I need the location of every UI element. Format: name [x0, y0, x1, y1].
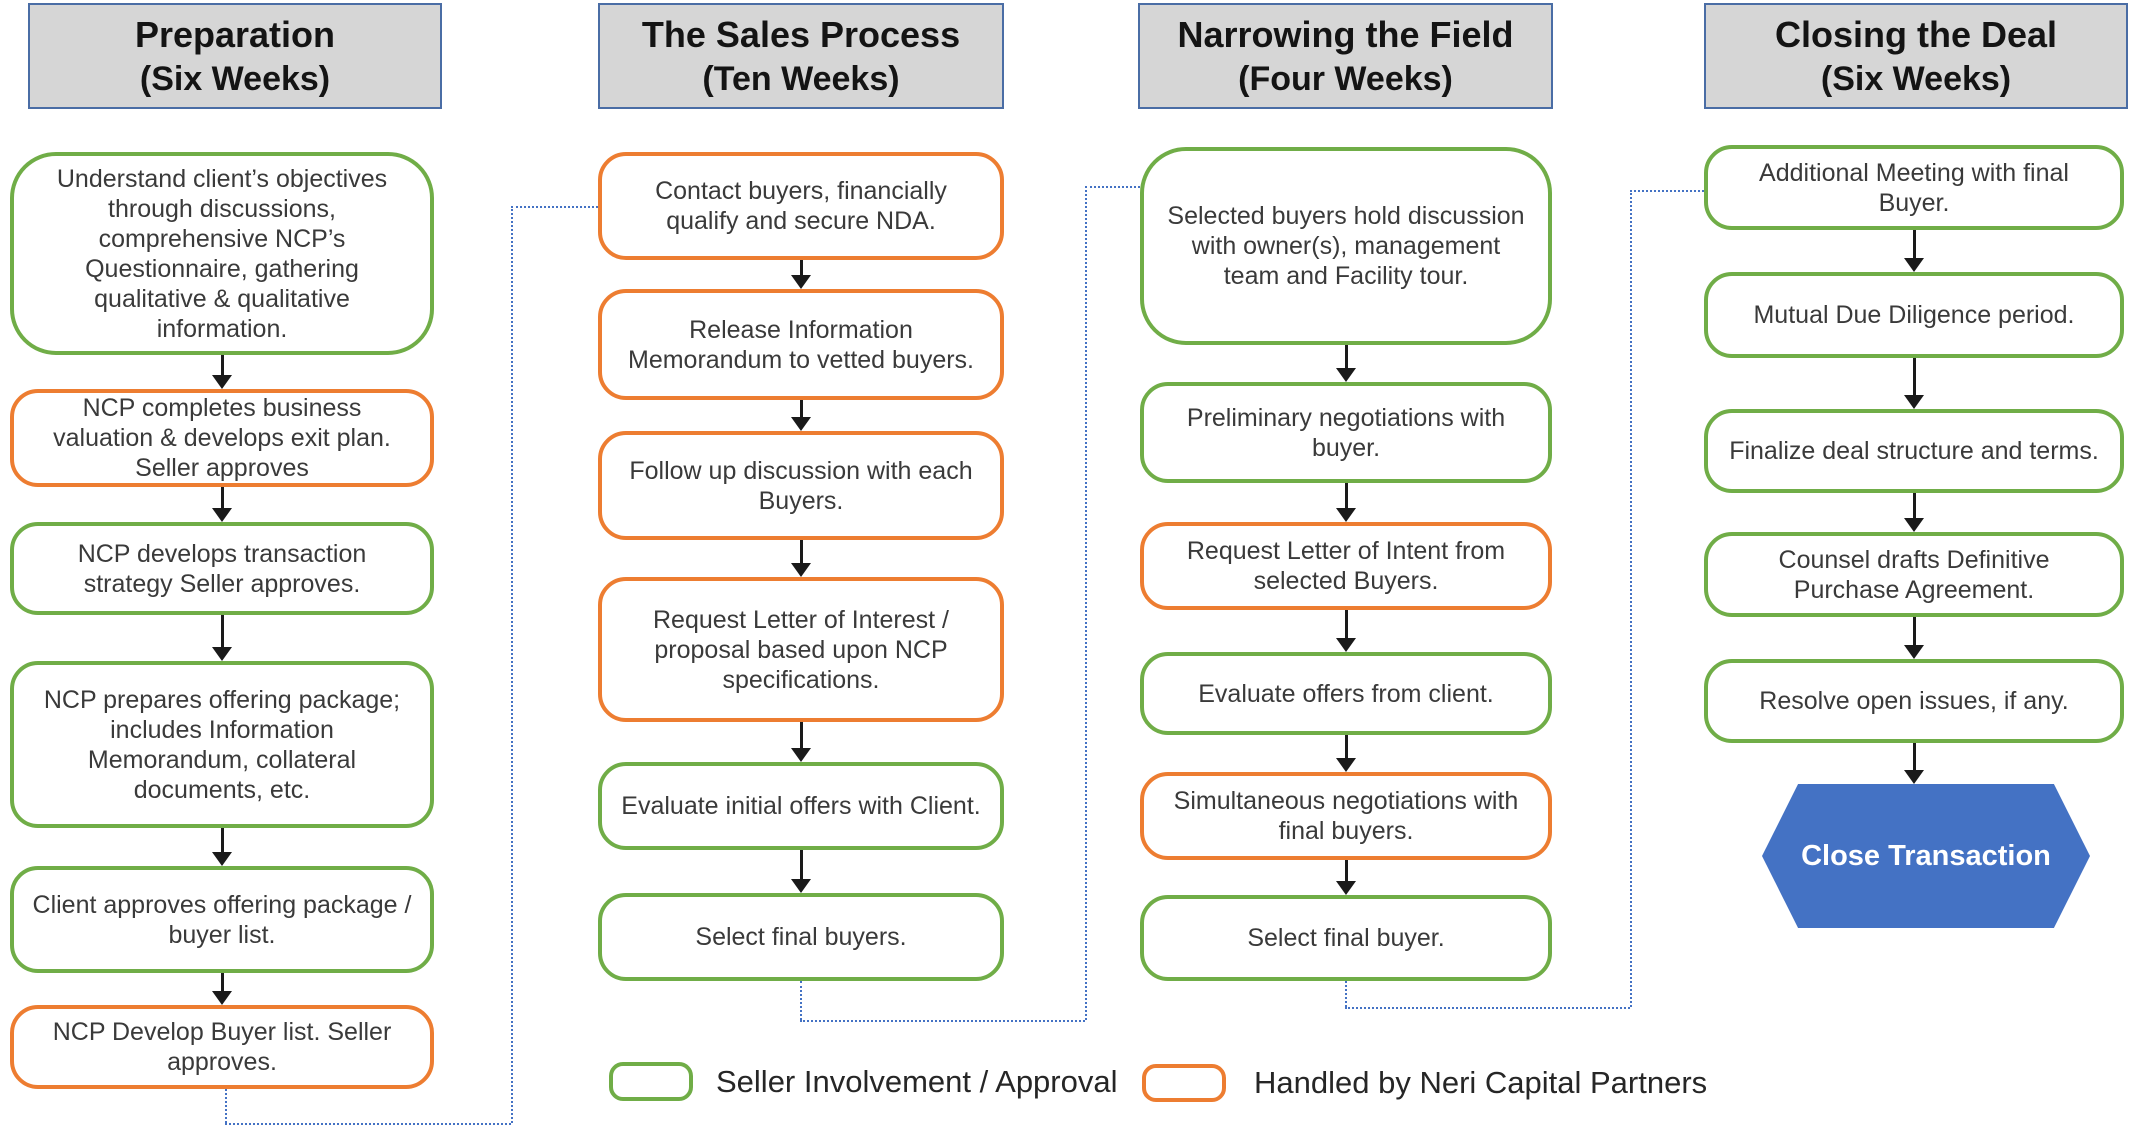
step-select-final-buyers: Select final buyers.	[598, 893, 1004, 981]
step-buyer-discussions-facility-tour: Selected buyers hold discussion with own…	[1140, 147, 1552, 345]
connector-col3-col4-bottom	[1345, 1007, 1630, 1009]
step-transaction-strategy: NCP develops transaction strategy Seller…	[10, 522, 434, 615]
step-mutual-due-diligence: Mutual Due Diligence period.	[1704, 272, 2124, 358]
connector-col1-col2-bottom	[225, 1123, 511, 1125]
step-follow-up-discussion: Follow up discussion with each Buyers.	[598, 431, 1004, 540]
legend-swatch-ncp-orange	[1142, 1064, 1226, 1102]
column-title: Narrowing the Field	[1177, 14, 1514, 55]
connector-col1-col2-entry	[511, 206, 598, 208]
step-business-valuation-exit-plan: NCP completes business valuation & devel…	[10, 389, 434, 487]
down-arrow-icon	[1902, 358, 1926, 409]
legend-swatch-seller-green	[609, 1062, 693, 1101]
column-title: The Sales Process	[641, 14, 961, 55]
step-contact-buyers-nda: Contact buyers, financially qualify and …	[598, 152, 1004, 260]
connector-col1-col2-riser	[511, 206, 513, 1123]
connector-col3-col4-riser	[1630, 190, 1632, 1007]
step-resolve-open-issues: Resolve open issues, if any.	[1704, 659, 2124, 743]
column-header-preparation: Preparation (Six Weeks)	[28, 3, 442, 109]
step-client-approves-package: Client approves offering package / buyer…	[10, 866, 434, 973]
down-arrow-icon	[1334, 610, 1358, 652]
step-select-final-buyer: Select final buyer.	[1140, 895, 1552, 981]
connector-col2-col3-bottom	[800, 1020, 1085, 1022]
step-simultaneous-negotiations: Simultaneous negotiations with final buy…	[1140, 772, 1552, 860]
down-arrow-icon	[1334, 735, 1358, 772]
step-prepare-offering-package: NCP prepares offering package; includes …	[10, 661, 434, 828]
step-request-letter-of-intent: Request Letter of Intent from selected B…	[1140, 522, 1552, 610]
column-header-closing-deal: Closing the Deal (Six Weeks)	[1704, 3, 2128, 109]
step-evaluate-offers: Evaluate offers from client.	[1140, 652, 1552, 735]
legend-label-ncp: Handled by Neri Capital Partners	[1254, 1065, 1708, 1100]
down-arrow-icon	[210, 973, 234, 1005]
step-finalize-deal-structure: Finalize deal structure and terms.	[1704, 409, 2124, 493]
step-counsel-drafts-agreement: Counsel drafts Definitive Purchase Agree…	[1704, 532, 2124, 617]
column-title: Preparation	[134, 14, 336, 55]
step-preliminary-negotiations: Preliminary negotiations with buyer.	[1140, 382, 1552, 483]
connector-col2-col3-stub	[800, 981, 802, 1020]
step-develop-buyer-list: NCP Develop Buyer list. Seller approves.	[10, 1005, 434, 1089]
step-understand-client-objectives: Understand client’s objectives through d…	[10, 152, 434, 355]
column-duration: (Six Weeks)	[139, 60, 331, 98]
down-arrow-icon	[1902, 493, 1926, 532]
down-arrow-icon	[789, 722, 813, 762]
column-duration: (Ten Weeks)	[702, 60, 900, 98]
down-arrow-icon	[1334, 483, 1358, 522]
connector-col2-col3-riser	[1085, 186, 1087, 1020]
column-header-narrowing-field: Narrowing the Field (Four Weeks)	[1138, 3, 1553, 109]
connector-col2-col3-entry	[1085, 186, 1140, 188]
down-arrow-icon	[789, 260, 813, 289]
down-arrow-icon	[210, 615, 234, 661]
down-arrow-icon	[210, 487, 234, 522]
column-duration: (Four Weeks)	[1238, 60, 1453, 98]
column-title: Closing the Deal	[1774, 14, 2058, 55]
down-arrow-icon	[789, 850, 813, 893]
step-request-letter-of-interest: Request Letter of Interest / proposal ba…	[598, 577, 1004, 722]
connector-col3-col4-entry	[1630, 190, 1704, 192]
down-arrow-icon	[1902, 617, 1926, 659]
column-header-sales-process: The Sales Process (Ten Weeks)	[598, 3, 1004, 109]
down-arrow-icon	[1902, 743, 1926, 784]
connector-col1-col2-stub	[225, 1089, 227, 1123]
down-arrow-icon	[789, 400, 813, 431]
down-arrow-icon	[789, 540, 813, 577]
down-arrow-icon	[210, 828, 234, 866]
step-evaluate-initial-offers: Evaluate initial offers with Client.	[598, 762, 1004, 850]
down-arrow-icon	[1902, 230, 1926, 272]
close-transaction-terminal: Close Transaction	[1762, 784, 2090, 928]
column-duration: (Six Weeks)	[1820, 60, 2012, 98]
connector-col3-col4-stub	[1345, 981, 1347, 1007]
down-arrow-icon	[210, 355, 234, 389]
step-release-memorandum: Release Information Memorandum to vetted…	[598, 289, 1004, 400]
down-arrow-icon	[1334, 345, 1358, 382]
down-arrow-icon	[1334, 860, 1358, 895]
step-additional-meeting: Additional Meeting with final Buyer.	[1704, 145, 2124, 230]
legend-label-seller: Seller Involvement / Approval	[716, 1063, 1118, 1099]
